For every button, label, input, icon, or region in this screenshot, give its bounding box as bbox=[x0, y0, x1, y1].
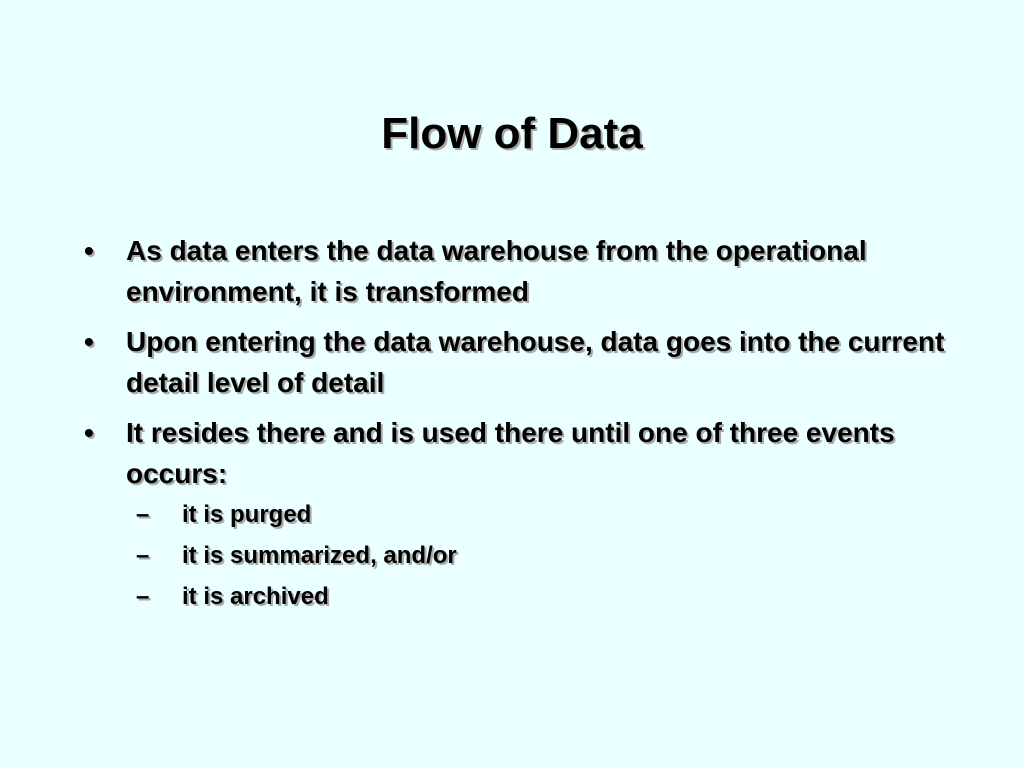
sub-bullet-text: it is archived bbox=[182, 583, 329, 610]
bullet-text: As data enters the data warehouse from t… bbox=[126, 235, 867, 307]
bullet-text: It resides there and is used there until… bbox=[126, 417, 895, 489]
dash-marker: – bbox=[136, 583, 150, 610]
sub-bullet-item: – it is summarized, and/or bbox=[136, 535, 964, 576]
bullet-list: • As data enters the data warehouse from… bbox=[84, 230, 964, 626]
sub-bullet-text: it is purged bbox=[182, 501, 312, 528]
sub-bullet-item: – it is archived bbox=[136, 576, 964, 617]
sub-bullet-item: – it is purged bbox=[136, 494, 964, 535]
sub-bullet-list: – it is purged – it is summarized, and/o… bbox=[126, 494, 964, 617]
bullet-marker: • bbox=[84, 417, 94, 448]
bullet-item: • As data enters the data warehouse from… bbox=[84, 230, 964, 312]
dash-marker: – bbox=[136, 542, 150, 569]
sub-bullet-text: it is summarized, and/or bbox=[182, 542, 457, 569]
bullet-item: • Upon entering the data warehouse, data… bbox=[84, 321, 964, 403]
dash-marker: – bbox=[136, 501, 150, 528]
bullet-item: • It resides there and is used there unt… bbox=[84, 412, 964, 617]
slide-title: Flow of Data bbox=[381, 109, 643, 158]
bullet-text: Upon entering the data warehouse, data g… bbox=[126, 326, 945, 398]
bullet-marker: • bbox=[84, 235, 94, 266]
bullet-marker: • bbox=[84, 326, 94, 357]
